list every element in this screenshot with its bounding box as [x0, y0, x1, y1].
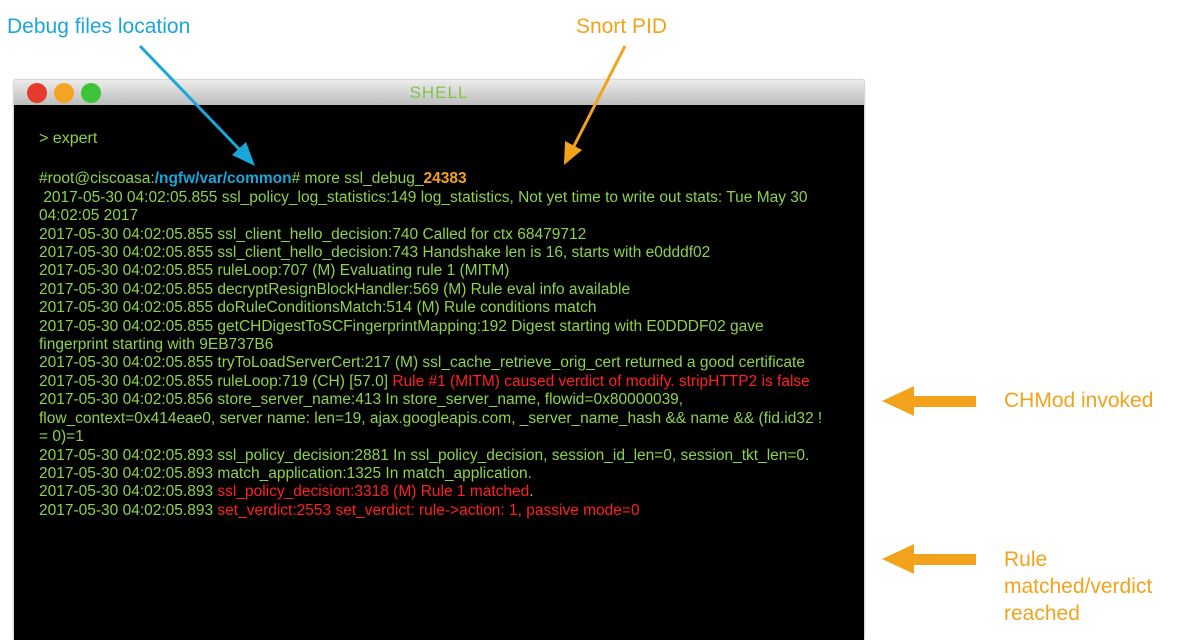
rule-matched-line-1: Rule — [1004, 548, 1048, 571]
prompt-path: /ngfw/var/common — [154, 170, 292, 188]
log-line: 2017-05-30 04:02:05.856 store_server_nam… — [39, 391, 827, 446]
verdict-prefix: 2017-05-30 04:02:05.893 — [39, 501, 218, 519]
matched-prefix: 2017-05-30 04:02:05.893 — [39, 483, 218, 501]
log-line: 2017-05-30 04:02:05.855 ssl_client_hello… — [39, 225, 587, 243]
title-bar[interactable]: SHELL — [14, 80, 864, 105]
log-line: 2017-05-30 04:02:05.855 ssl_policy_log_s… — [39, 188, 812, 225]
log-line: 2017-05-30 04:02:05.855 tryToLoadServerC… — [39, 354, 805, 372]
chmod-highlight: Rule #1 (MITM) caused verdict of modify.… — [392, 372, 810, 390]
verdict-log-line: 2017-05-30 04:02:05.893 set_verdict:2553… — [39, 502, 834, 520]
chmod-log-line: 2017-05-30 04:02:05.855 ruleLoop:719 (CH… — [39, 373, 834, 391]
rule-matched-callout: Rule matched/verdict reached — [1004, 546, 1152, 627]
terminal-output[interactable]: > expert #root@ciscoasa:/ngfw/var/common… — [39, 130, 834, 520]
matched-highlight: ssl_policy_decision:3318 (M) Rule 1 matc… — [217, 483, 530, 501]
rule-matched-arrow-icon — [882, 544, 976, 574]
rule-matched-line-2: matched/verdict — [1004, 575, 1153, 598]
maximize-button[interactable] — [81, 83, 101, 103]
prompt-user: #root@ciscoasa: — [39, 170, 155, 188]
matched-log-line: 2017-05-30 04:02:05.893 ssl_policy_decis… — [39, 483, 834, 501]
chmod-callout: CHMod invoked — [1004, 389, 1154, 412]
expert-command: > expert — [39, 130, 98, 147]
chmod-prefix: 2017-05-30 04:02:05.855 ruleLoop:719 (CH… — [39, 372, 393, 390]
log-line: 2017-05-30 04:02:05.855 doRuleConditions… — [39, 299, 597, 317]
chmod-arrow-icon — [882, 386, 976, 416]
prompt-line: #root@ciscoasa:/ngfw/var/common# more ss… — [39, 170, 834, 188]
log-line: 2017-05-30 04:02:05.893 match_applicatio… — [39, 464, 532, 482]
terminal-window: SHELL > expert #root@ciscoasa:/ngfw/var/… — [14, 80, 864, 640]
matched-suffix: . — [529, 483, 534, 501]
snort-pid: 24383 — [423, 170, 467, 188]
minimize-button[interactable] — [54, 83, 74, 103]
log-line: 2017-05-30 04:02:05.855 ssl_client_hello… — [39, 244, 711, 262]
window-title: SHELL — [409, 83, 469, 102]
log-line: 2017-05-30 04:02:05.855 ruleLoop:707 (M)… — [39, 262, 510, 280]
verdict-highlight: set_verdict:2553 set_verdict: rule->acti… — [217, 501, 640, 519]
close-button[interactable] — [27, 83, 47, 103]
prompt-hash: # — [291, 170, 301, 188]
log-line: 2017-05-30 04:02:05.855 getCHDigestToSCF… — [39, 317, 768, 354]
log-line: 2017-05-30 04:02:05.893 ssl_policy_decis… — [39, 446, 810, 464]
debug-files-callout: Debug files location — [7, 15, 191, 38]
log-line: 2017-05-30 04:02:05.855 decryptResignBlo… — [39, 280, 631, 298]
command-text: more ssl_debug_ — [300, 170, 424, 188]
rule-matched-line-3: reached — [1004, 602, 1080, 625]
snort-pid-callout: Snort PID — [576, 15, 668, 38]
